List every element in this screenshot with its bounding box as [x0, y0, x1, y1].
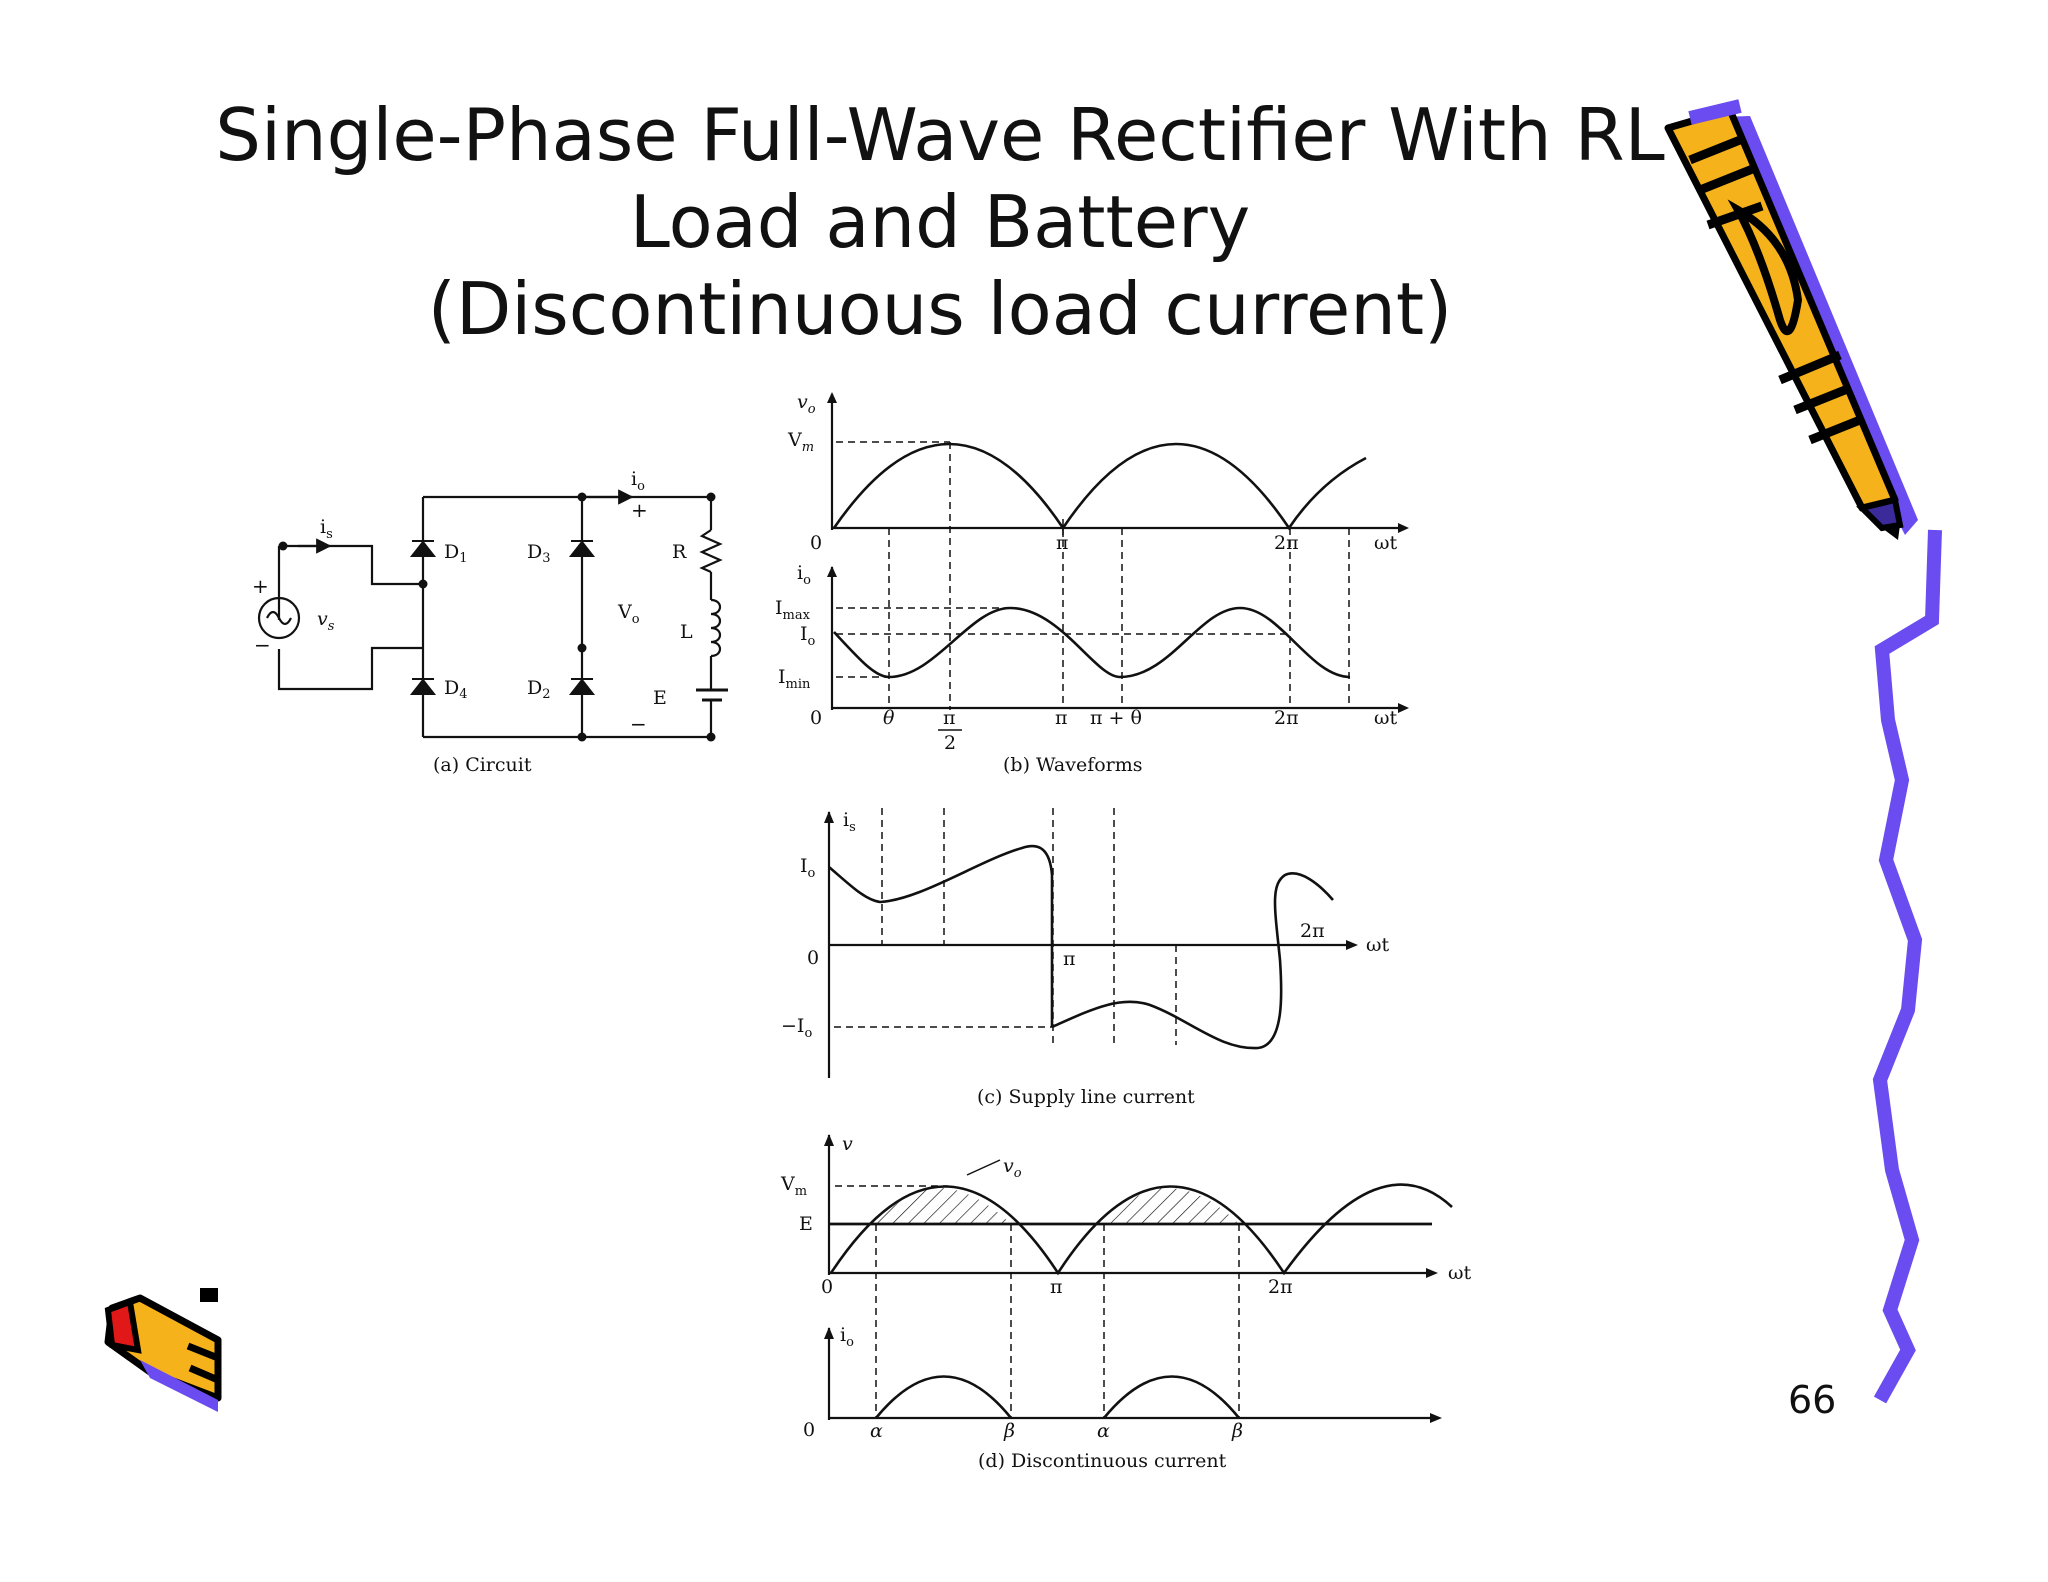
b-pi-over-2-den: 2 — [944, 732, 956, 754]
caption-b: (b) Waveforms — [1003, 754, 1143, 776]
caption-a: (a) Circuit — [433, 754, 532, 776]
label-minus-source: − — [254, 633, 271, 657]
circuit-labels: is + − vs D1 D3 D4 D2 io + Vo − R L E (a… — [252, 468, 693, 776]
label-plus-load: + — [631, 498, 648, 522]
caption-c: (c) Supply line current — [977, 1086, 1195, 1108]
title-line-2: Load and Battery — [629, 180, 1251, 264]
b-theta: θ — [883, 707, 895, 729]
waveforms-c — [824, 808, 1358, 1078]
label-vo: Vo — [617, 601, 640, 627]
b-imin: Imin — [778, 666, 811, 692]
b-vo-axis: vo — [797, 391, 816, 417]
zigzag-decoration — [1872, 529, 1942, 1404]
title-line-3: (Discontinuous load current) — [427, 267, 1453, 351]
d-zero2: 0 — [803, 1419, 815, 1441]
label-vs: vs — [317, 608, 335, 634]
d-wt: ωt — [1448, 1262, 1471, 1284]
c-io-neg: −Io — [781, 1015, 812, 1041]
label-d3: D3 — [527, 541, 551, 566]
label-d4: D4 — [444, 677, 468, 702]
c-io-pos: Io — [800, 855, 816, 881]
slide-title: Single-Phase Full-Wave Rectifier With RL… — [180, 92, 1700, 353]
b-io-axis: io — [797, 562, 811, 588]
b-zero-top: 0 — [810, 532, 822, 554]
label-plus-source: + — [252, 574, 269, 598]
c-is-axis: is — [843, 809, 856, 835]
d-pi: π — [1050, 1276, 1063, 1298]
b-imax: Imax — [775, 597, 811, 623]
slide-number: 66 — [1788, 1378, 1837, 1422]
b-pi-bottom: π — [1055, 707, 1068, 729]
label-minus-load: − — [630, 712, 647, 736]
circuit-diagram — [257, 489, 728, 739]
b-io-avg: Io — [800, 623, 816, 649]
circuit-nodes — [278, 492, 716, 742]
d-alpha-1: α — [870, 1420, 883, 1442]
label-l: L — [680, 621, 693, 643]
diode-symbols — [409, 540, 596, 695]
d-beta-2: β — [1231, 1420, 1243, 1442]
c-2pi: 2π — [1300, 920, 1325, 942]
label-is: is — [320, 516, 333, 542]
waveforms-c-labels: is Io 0 π 2π ωt −Io (c) Supply line curr… — [781, 809, 1389, 1108]
waveforms-d — [824, 1134, 1453, 1423]
b-pi-top: π — [1056, 532, 1069, 554]
b-pi-over-2-num: π — [943, 707, 956, 729]
d-2pi: 2π — [1268, 1276, 1293, 1298]
b-2pi-top: 2π — [1274, 532, 1299, 554]
b-wt-bottom: ωt — [1374, 707, 1397, 729]
pencil-bottom-left-icon — [104, 1288, 222, 1412]
c-zero: 0 — [807, 947, 819, 969]
b-vm: Vm — [787, 429, 814, 455]
waveforms-b — [827, 392, 1409, 713]
label-d2: D2 — [527, 677, 551, 702]
d-v-axis: v — [842, 1133, 853, 1155]
d-alpha-2: α — [1097, 1420, 1110, 1442]
c-pi: π — [1063, 948, 1076, 970]
label-r: R — [672, 541, 687, 563]
b-wt-top: ωt — [1374, 532, 1397, 554]
waveforms-d-labels: v vo Vm E 0 π 2π ωt io 0 α β α β (d) Dis… — [780, 1133, 1471, 1472]
b-zero-bottom: 0 — [810, 707, 822, 729]
d-vm: Vm — [780, 1173, 807, 1199]
c-wt: ωt — [1366, 934, 1389, 956]
d-beta-1: β — [1003, 1420, 1015, 1442]
title-line-1: Single-Phase Full-Wave Rectifier With RL — [215, 93, 1665, 177]
label-d1: D1 — [444, 541, 468, 566]
pencil-top-right-icon — [1664, 99, 1918, 540]
d-io-axis: io — [840, 1324, 854, 1350]
label-io: io — [631, 468, 645, 494]
b-2pi-bottom: 2π — [1274, 707, 1299, 729]
d-zero: 0 — [821, 1276, 833, 1298]
d-e: E — [799, 1213, 813, 1235]
b-pi-plus-theta: π + θ — [1090, 707, 1142, 729]
caption-d: (d) Discontinuous current — [978, 1450, 1227, 1472]
d-vo-label: vo — [1003, 1155, 1022, 1181]
waveforms-b-labels: vo Vm 0 π 2π ωt io Imax Io Imin 0 θ π 2 … — [775, 391, 1397, 776]
label-e: E — [653, 687, 667, 709]
